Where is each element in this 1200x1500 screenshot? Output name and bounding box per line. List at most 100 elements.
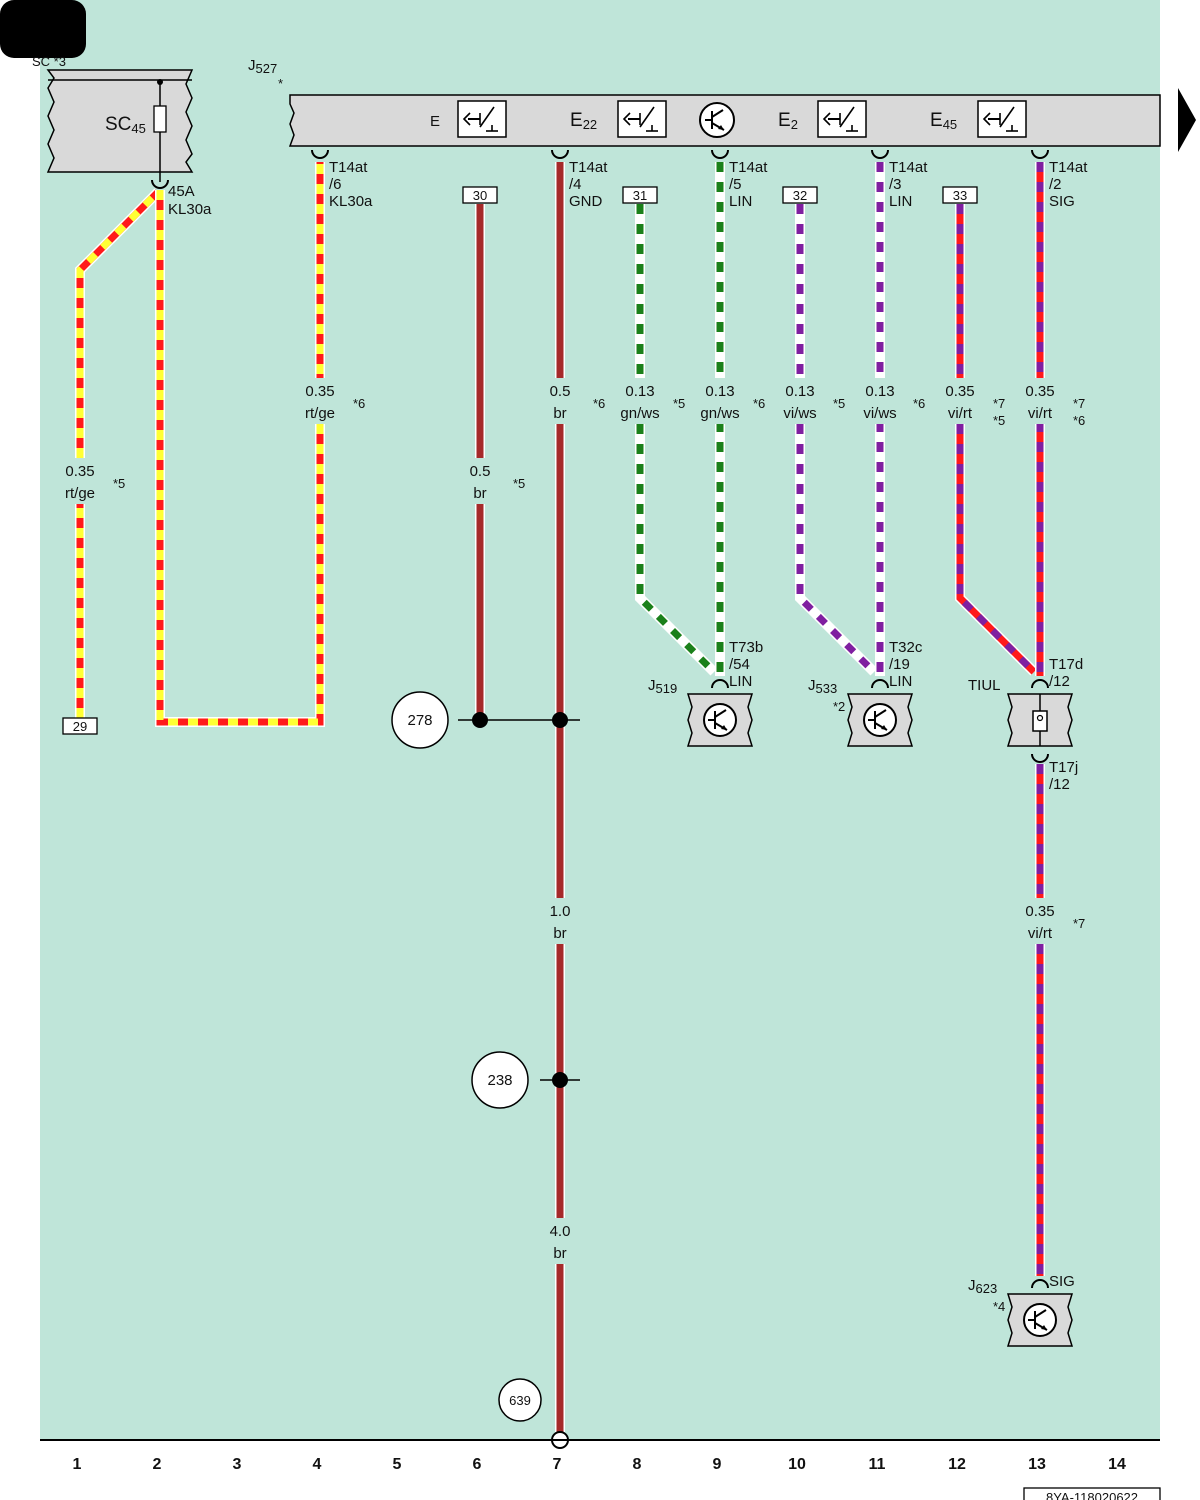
pin-label-t14at-5: T14at /5 LIN [729, 159, 768, 210]
column-number: 11 [869, 1456, 886, 1473]
next-page-arrow-icon[interactable] [1178, 88, 1196, 152]
wire-label-9: 0.35 vi/rt [945, 383, 974, 422]
wire-note-10a: *7 [1073, 396, 1085, 411]
j533-note: *2 [833, 699, 845, 714]
svg-text:/54: /54 [729, 656, 750, 673]
switch-e45-icon [977, 100, 1027, 138]
svg-text:T17j: T17j [1049, 759, 1078, 776]
wire-note-13: *7 [1073, 916, 1085, 931]
lin-transistor-icon [699, 102, 735, 138]
wire-label-8: 0.13 vi/ws [863, 383, 896, 422]
svg-text:KL30a: KL30a [329, 193, 373, 210]
footer-code: 8YA-118020622 [1046, 1490, 1138, 1500]
svg-text:LIN: LIN [729, 193, 752, 210]
column-number: 10 [788, 1456, 806, 1473]
svg-text:T73b: T73b [729, 639, 763, 656]
fuse-box-sc45: SC45 [46, 69, 194, 182]
pin-label-t14at-6: T14at /6 KL30a [329, 159, 373, 210]
svg-text:45A: 45A [168, 183, 195, 200]
splice-278a [472, 712, 488, 728]
svg-text:GND: GND [569, 193, 603, 210]
wire-label-gaps [60, 378, 1060, 1264]
j519-label: J519 [648, 677, 677, 696]
wire-col12-vi-rt [955, 204, 1038, 676]
wire-label-2: 0.35 rt/ge [305, 383, 335, 422]
connector-33[interactable]: 33 [942, 186, 978, 204]
column-number: 4 [313, 1456, 322, 1473]
svg-text:278: 278 [407, 712, 432, 729]
wire-note-5: *5 [673, 396, 685, 411]
column-number: 5 [393, 1456, 402, 1473]
svg-text:0.35: 0.35 [1025, 383, 1054, 400]
svg-text:rt/ge: rt/ge [65, 485, 95, 502]
column-number: 6 [473, 1456, 482, 1473]
control-unit-j527: J527 * E E22 [248, 57, 1161, 147]
control-unit-j519[interactable] [686, 693, 754, 747]
wire-note-8: *6 [913, 396, 925, 411]
svg-text:br: br [553, 925, 566, 942]
wire-note-9b: *5 [993, 413, 1005, 428]
svg-text:T14at: T14at [729, 159, 768, 176]
svg-text:0.35: 0.35 [945, 383, 974, 400]
svg-text:/3: /3 [889, 176, 902, 193]
connector-tiul[interactable] [1006, 693, 1074, 747]
wire-label-13: 0.35 vi/rt [1025, 903, 1054, 942]
pin-label-t14at-4: T14at /4 GND [569, 159, 608, 210]
column-number: 8 [633, 1456, 642, 1473]
wire-label-10: 0.35 vi/rt [1025, 383, 1054, 422]
svg-text:639: 639 [509, 1393, 531, 1408]
svg-text:rt/ge: rt/ge [305, 405, 335, 422]
svg-text:vi/rt: vi/rt [948, 405, 973, 422]
svg-text:LIN: LIN [889, 673, 912, 690]
connector-32[interactable]: 32 [782, 186, 818, 204]
column-number: 14 [1108, 1456, 1126, 1473]
connector-29[interactable]: 29 [62, 717, 98, 735]
sc-ref-label: SC *3 [32, 54, 66, 69]
fuse-icon [153, 105, 167, 133]
svg-text:LIN: LIN [729, 673, 752, 690]
pin-label-t17d: T17d /12 [1049, 656, 1083, 690]
splice-278b [552, 712, 568, 728]
switch-e22-label: E22 [570, 110, 597, 132]
svg-text:0.13: 0.13 [625, 383, 654, 400]
svg-text:br: br [553, 405, 566, 422]
svg-text:0.35: 0.35 [305, 383, 334, 400]
svg-text:br: br [553, 1245, 566, 1262]
connector-30[interactable]: 30 [462, 186, 498, 204]
svg-text:/12: /12 [1049, 776, 1070, 793]
wire-note-2: *6 [353, 396, 365, 411]
wire-label-3: 0.5 br [470, 463, 491, 502]
wire-note-7: *5 [833, 396, 845, 411]
tiul-label: TIUL [968, 677, 1001, 694]
connector-31[interactable]: 31 [622, 186, 658, 204]
switch-e2-icon [817, 100, 867, 138]
j527-label: J527 [248, 57, 277, 76]
switch-e-label: E [430, 113, 440, 130]
svg-text:0.35: 0.35 [65, 463, 94, 480]
svg-text:SIG: SIG [1049, 193, 1075, 210]
j519-transistor-icon [703, 703, 737, 737]
ground-point-278[interactable]: 278 [391, 691, 449, 749]
svg-text:31: 31 [633, 188, 647, 203]
pin-label-t14at-2: T14at /2 SIG [1049, 159, 1088, 210]
svg-text:/12: /12 [1049, 673, 1070, 690]
wire-col2-col4-rt-ge [155, 162, 325, 727]
svg-text:4.0: 4.0 [550, 1223, 571, 1240]
svg-text:1.0: 1.0 [550, 903, 571, 920]
svg-text:/6: /6 [329, 176, 342, 193]
engine-control-unit-j623[interactable] [1006, 1293, 1074, 1347]
wire-label-6: 0.13 gn/ws [700, 383, 739, 422]
switch-e45-label: E45 [930, 110, 957, 132]
ground-point-639[interactable]: 639 [498, 1378, 542, 1422]
ground-point-238[interactable]: 238 [471, 1051, 529, 1109]
wire-label-7: 0.13 vi/ws [783, 383, 816, 422]
pin-label-j623-sig: SIG [1049, 1273, 1075, 1290]
column-number: 1 [73, 1456, 82, 1473]
wire-note-10b: *6 [1073, 413, 1085, 428]
svg-text:/5: /5 [729, 176, 742, 193]
column-number: 13 [1028, 1456, 1046, 1473]
gateway-j533[interactable] [846, 693, 914, 747]
j623-transistor-icon [1023, 1303, 1057, 1337]
splice-238 [552, 1072, 568, 1088]
wire-label-5: 0.13 gn/ws [620, 383, 659, 422]
